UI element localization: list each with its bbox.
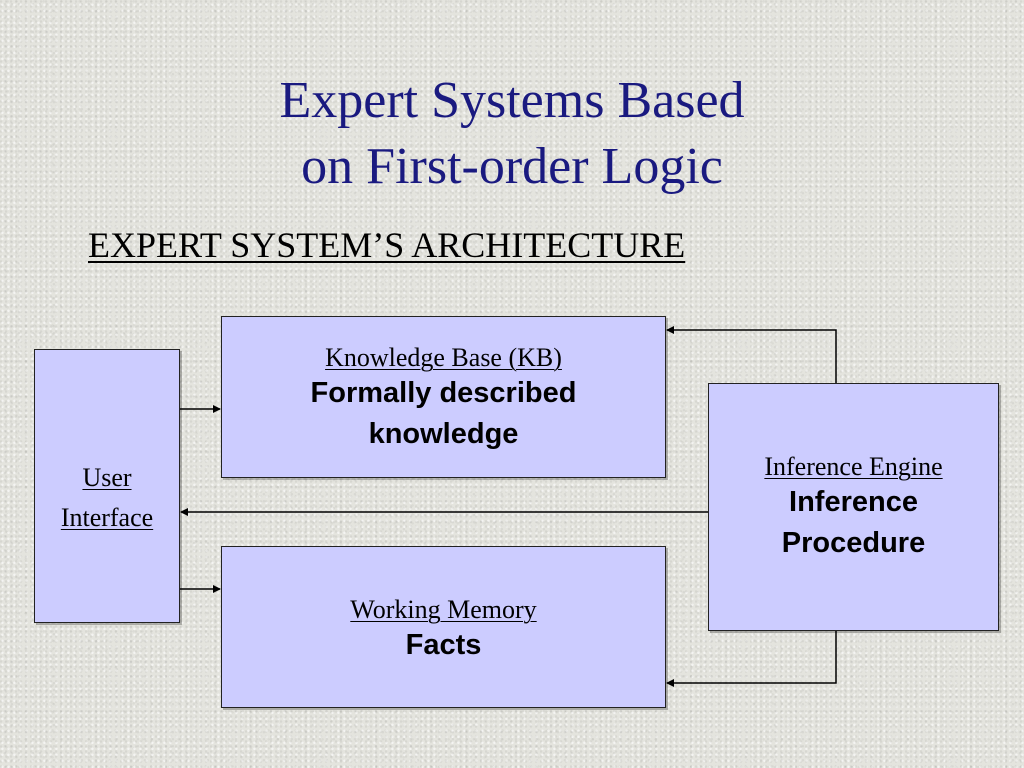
slide-title-line-2: on First-order Logic <box>301 138 723 195</box>
knowledge-base-box: Knowledge Base (KB) Formally described k… <box>221 316 666 478</box>
user-interface-label-line-2: Interface <box>60 503 154 532</box>
knowledge-base-desc-line-2: knowledge <box>368 418 519 450</box>
inference-engine-desc-line-2: Procedure <box>781 527 926 559</box>
working-memory-box: Working Memory Facts <box>221 546 666 708</box>
working-memory-heading: Working Memory <box>350 595 537 624</box>
inference-engine-heading: Inference Engine <box>764 452 943 481</box>
arrow-wm-ie <box>666 625 840 687</box>
arrow-kb-ie <box>666 326 840 389</box>
inference-engine-desc-line-1: Inference <box>789 486 918 518</box>
inference-engine-box: Inference Engine Inference Procedure <box>708 383 999 631</box>
knowledge-base-desc-line-1: Formally described <box>310 377 577 409</box>
user-interface-label-line-1: User <box>82 463 132 492</box>
user-interface-box: User Interface <box>34 349 180 623</box>
slide-title-line-1: Expert Systems Based <box>279 72 745 129</box>
slide-title: Expert Systems Based on First-order Logi… <box>0 68 1024 200</box>
knowledge-base-heading: Knowledge Base (KB) <box>325 343 562 372</box>
working-memory-desc: Facts <box>405 629 482 661</box>
slide-subtitle: EXPERT SYSTEM’S ARCHITECTURE <box>88 225 686 265</box>
